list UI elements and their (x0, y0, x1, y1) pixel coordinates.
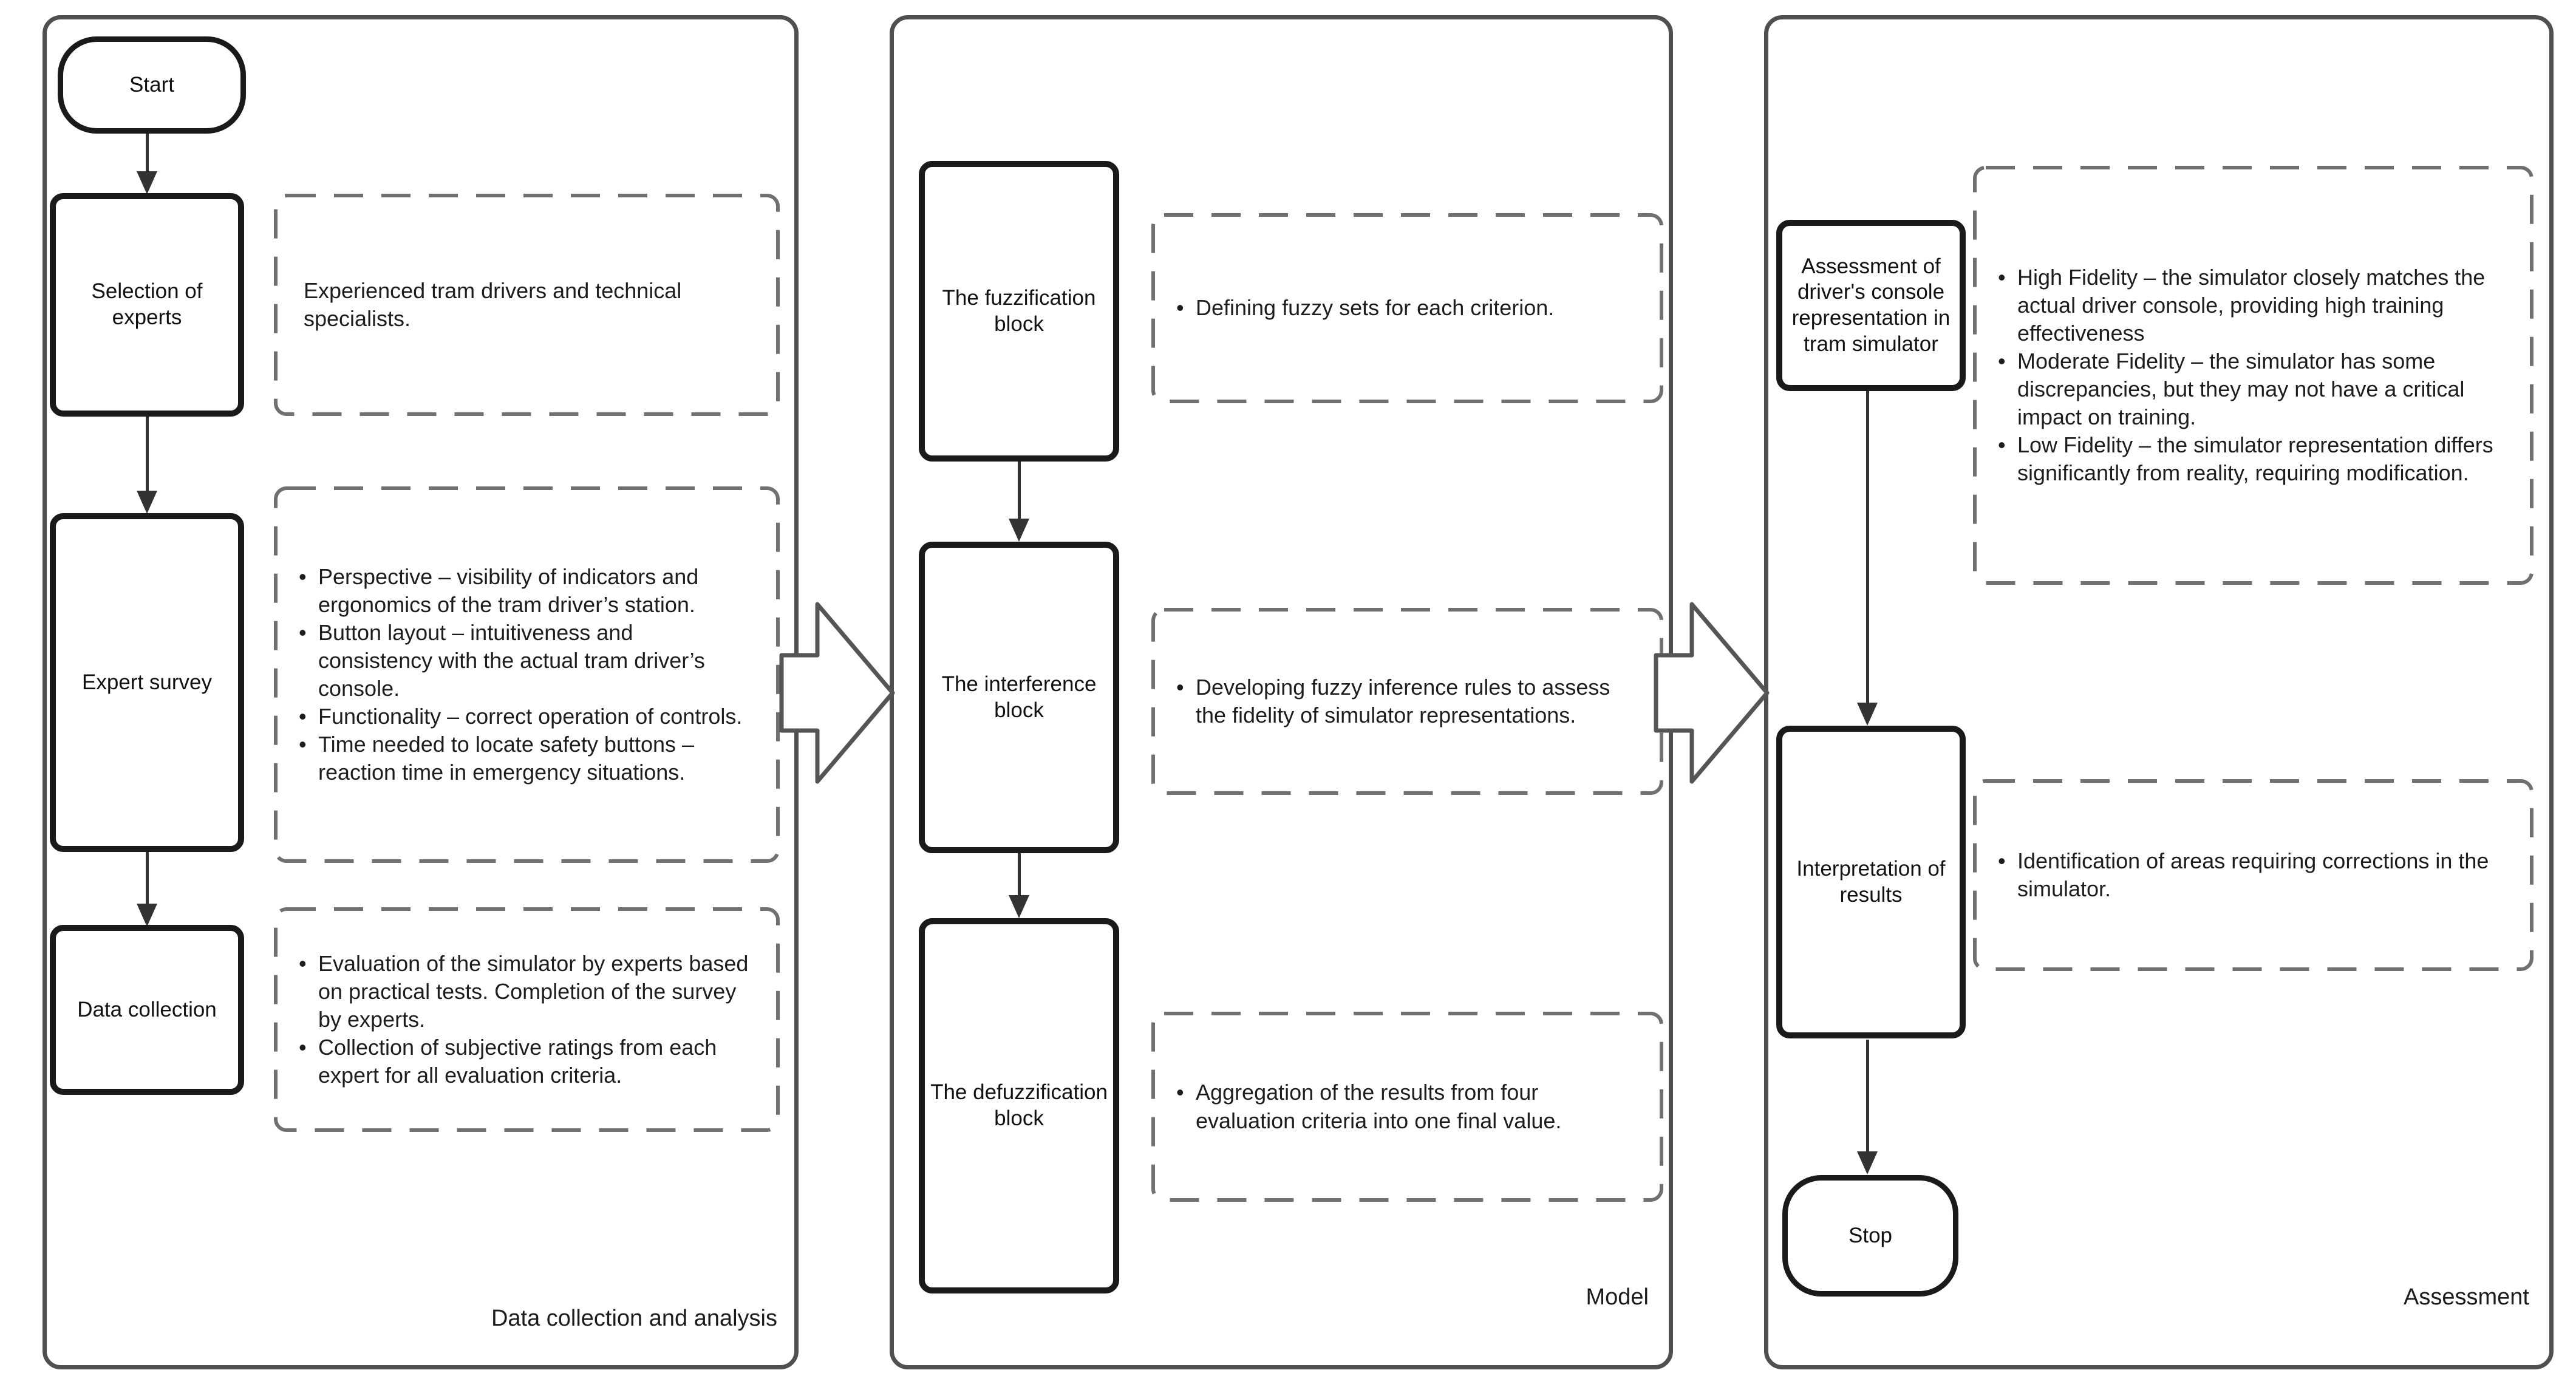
dashed-border-icon (274, 194, 780, 416)
node-start-label: Start (129, 72, 174, 97)
note-fuzzification-bullets: Defining fuzzy sets for each criterion. (1173, 294, 1635, 322)
note-data-collection: Evaluation of the simulator by experts b… (273, 907, 780, 1133)
arrow-head-icon (137, 171, 157, 194)
caption-text: Assessment (2404, 1284, 2529, 1310)
node-interference-block: The interference block (919, 542, 1119, 853)
dashed-border-icon (1973, 779, 2533, 971)
arrow-shaft (146, 132, 149, 174)
caption-text: Data collection and analysis (491, 1306, 777, 1331)
note-fidelity-bullets: High Fidelity – the simulator closely ma… (1994, 264, 2505, 488)
note-fuzzification: Defining fuzzy sets for each criterion. (1151, 213, 1664, 404)
arrow-assessment-to-interpretation (1857, 389, 1878, 726)
note-interpretation: Identification of areas requiring correc… (1972, 779, 2534, 972)
dashed-border-icon (1151, 213, 1663, 403)
note-defuzzification: Aggregation of the results from four eva… (1151, 1011, 1664, 1202)
arrow-shaft (146, 417, 149, 493)
bullet-item: Functionality – correct operation of con… (295, 703, 751, 731)
node-expert-survey: Expert survey (50, 513, 244, 852)
note-defuzzification-bullets: Aggregation of the results from four eva… (1173, 1079, 1635, 1134)
bullet-item: Aggregation of the results from four eva… (1173, 1079, 1635, 1134)
node-stop: Stop (1782, 1175, 1958, 1297)
note-data-bullets: Evaluation of the simulator by experts b… (295, 950, 751, 1089)
node-fuzzification-block: The fuzzification block (919, 161, 1119, 462)
arrow-shaft (1866, 389, 1869, 705)
note-inference-bullets: Developing fuzzy inference rules to asse… (1173, 673, 1635, 729)
arrow-shaft (1018, 460, 1021, 521)
node-defuzzification-block: The defuzzification block (919, 918, 1119, 1293)
node-survey-label: Expert survey (82, 670, 212, 694)
arrow-head-icon (137, 491, 157, 514)
arrow-head-icon (137, 904, 157, 927)
dashed-border-icon (1151, 1012, 1663, 1202)
arrow-inference-to-defuzzification (1009, 852, 1029, 918)
dashed-border-icon (1973, 166, 2533, 585)
bullet-item: Low Fidelity – the simulator representat… (1994, 431, 2505, 487)
note-survey-bullets: Perspective – visibility of indicators a… (295, 563, 751, 787)
arrow-head-icon (1857, 1151, 1878, 1174)
arrow-head-icon (1009, 895, 1029, 918)
node-selection-label: Selection of experts (91, 279, 203, 329)
bullet-item: Collection of subjective ratings from ea… (295, 1034, 751, 1089)
block-arrow-middle-to-right-icon (1653, 598, 1772, 791)
bullet-item: Identification of areas requiring correc… (1994, 847, 2505, 903)
node-console-assessment-label: Assessment of driver's console represent… (1791, 254, 1951, 356)
arrow-interpretation-to-stop (1857, 1040, 1878, 1174)
dashed-border-icon (274, 486, 780, 863)
note-survey: Perspective – visibility of indicators a… (273, 486, 780, 864)
node-data-collection-label: Data collection (77, 997, 217, 1021)
caption-text: Model (1586, 1284, 1649, 1310)
arrow-start-to-selection (137, 132, 157, 194)
note-fidelity-levels: High Fidelity – the simulator closely ma… (1972, 165, 2534, 585)
caption-model: Model (902, 1284, 1649, 1310)
arrow-survey-to-data (137, 851, 157, 927)
dashed-border-icon (274, 907, 780, 1132)
note-selection: Experienced tram drivers and technical s… (273, 193, 780, 417)
arrow-head-icon (1009, 519, 1029, 542)
arrow-head-icon (1857, 703, 1878, 726)
node-console-assessment: Assessment of driver's console represent… (1776, 220, 1966, 391)
arrow-shaft (146, 851, 149, 906)
note-interpretation-bullets: Identification of areas requiring correc… (1994, 847, 2505, 903)
node-stop-label: Stop (1849, 1223, 1892, 1247)
caption-assessment: Assessment (1776, 1284, 2529, 1310)
bullet-item: Time needed to locate safety buttons – r… (295, 731, 751, 786)
node-selection-of-experts: Selection of experts (50, 193, 244, 417)
bullet-item: Button layout – intuitiveness and consis… (295, 619, 751, 703)
block-arrow-left-to-middle-icon (779, 598, 898, 791)
bullet-item: Developing fuzzy inference rules to asse… (1173, 673, 1635, 729)
caption-data-collection: Data collection and analysis (55, 1306, 777, 1332)
note-selection-text: Experienced tram drivers and technical s… (304, 278, 682, 331)
node-interpretation-of-results: Interpretation of results (1776, 726, 1966, 1038)
bullet-item: Moderate Fidelity – the simulator has so… (1994, 347, 2505, 431)
node-data-collection: Data collection (50, 925, 244, 1095)
node-interpretation-label: Interpretation of results (1796, 856, 1946, 907)
bullet-item: Perspective – visibility of indicators a… (295, 563, 751, 619)
bullet-item: Evaluation of the simulator by experts b… (295, 950, 751, 1034)
arrow-shaft (1866, 1040, 1869, 1154)
arrow-selection-to-survey (137, 417, 157, 514)
arrow-fuzzification-to-inference (1009, 460, 1029, 542)
node-defuzzification-label: The defuzzification block (930, 1080, 1108, 1130)
note-inference: Developing fuzzy inference rules to asse… (1151, 607, 1664, 796)
bullet-item: Defining fuzzy sets for each criterion. (1173, 294, 1635, 322)
bullet-item: High Fidelity – the simulator closely ma… (1994, 264, 2505, 347)
node-interference-label: The interference block (941, 672, 1097, 722)
node-start: Start (58, 36, 246, 134)
node-fuzzification-label: The fuzzification block (942, 285, 1096, 336)
arrow-shaft (1018, 852, 1021, 898)
